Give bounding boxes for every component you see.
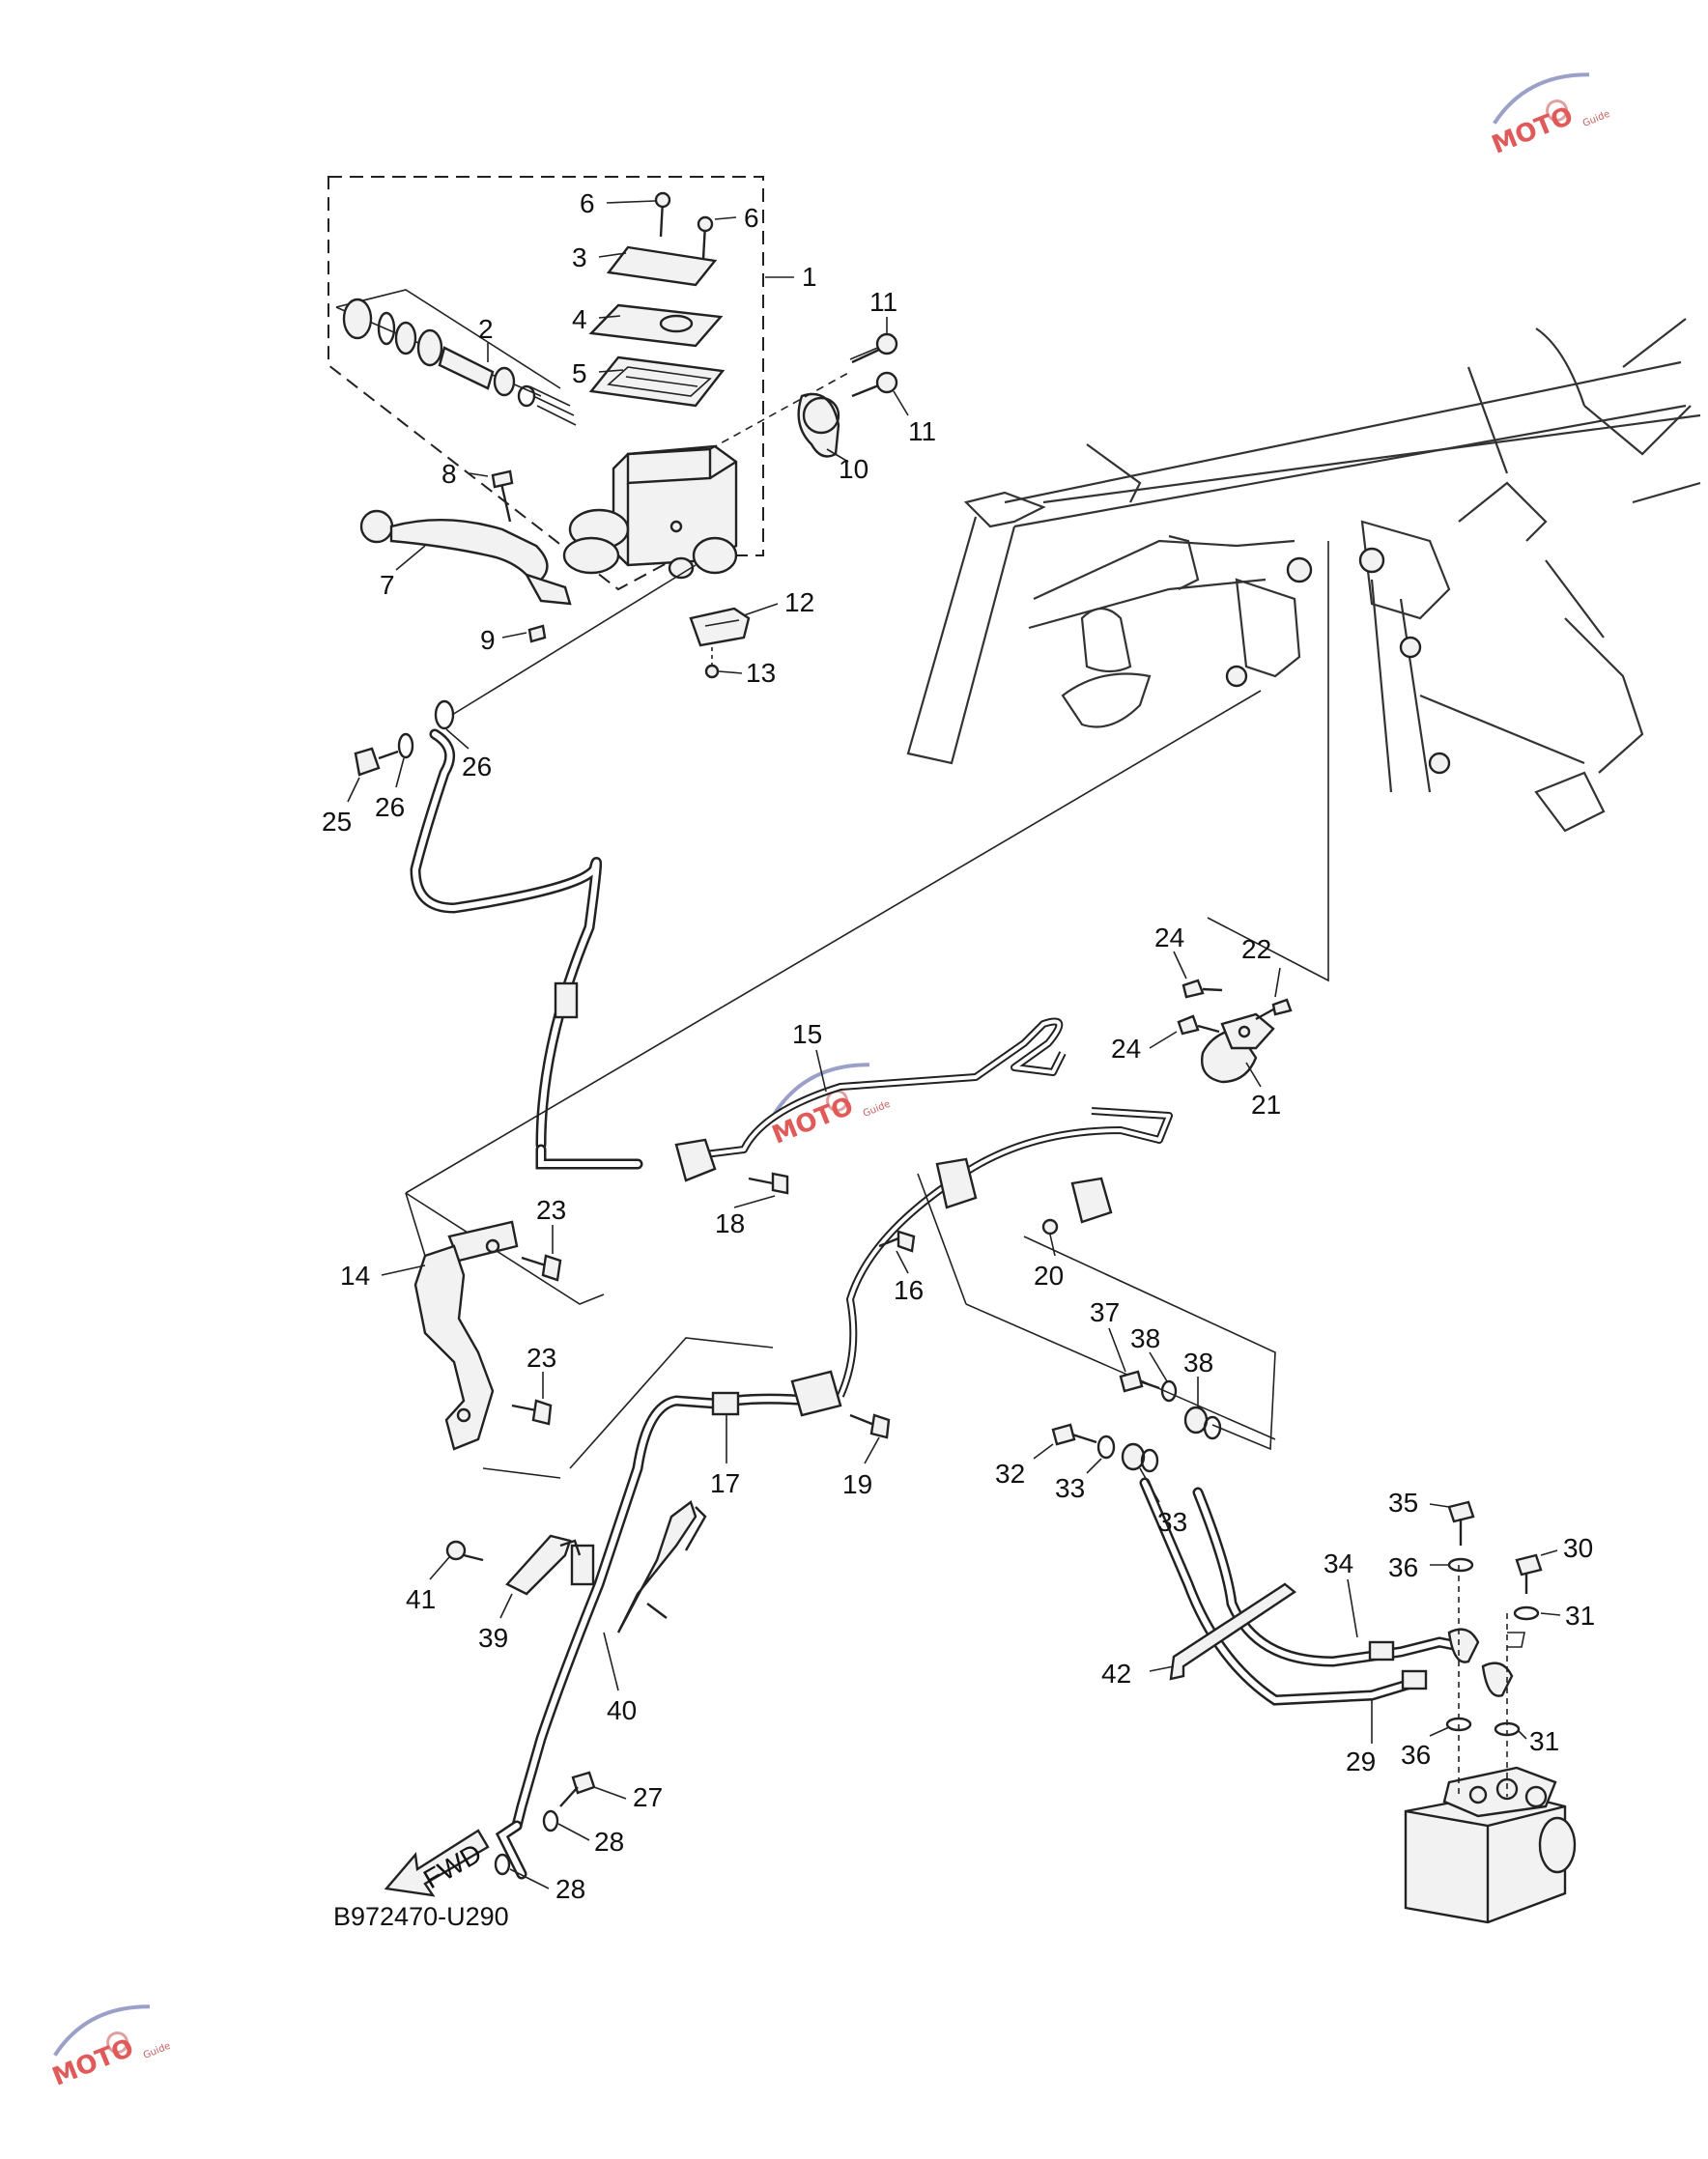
callout-15: 15 (792, 1019, 822, 1049)
callout-38-right: 38 (1183, 1348, 1213, 1378)
abs-union-bolts (1445, 1500, 1543, 1797)
callout-25: 25 (322, 807, 352, 837)
callout-33-left: 33 (1055, 1473, 1085, 1503)
callout-11-bottom: 11 (908, 416, 936, 446)
watermark-bottom-left: MOTO Guide (48, 2004, 172, 2092)
watermark-center: MOTO Guide (768, 1063, 892, 1151)
svg-text:MOTO: MOTO (48, 2033, 138, 2092)
front-brake-hose-upper (354, 564, 697, 1170)
callout-36-bottom: 36 (1401, 1740, 1431, 1770)
callout-13: 13 (746, 658, 776, 688)
callout-10: 10 (839, 454, 868, 484)
caliper-union-bolt (494, 1771, 596, 1876)
callout-2: 2 (478, 314, 494, 344)
hose-bracket-14 (405, 1192, 774, 1479)
hose-clamp (1169, 1582, 1297, 1681)
callout-27: 27 (633, 1782, 663, 1812)
part-callouts: 1 2 3 4 5 6 6 7 8 9 10 11 11 (322, 188, 1595, 1904)
svg-text:MOTO: MOTO (1488, 101, 1578, 160)
callout-1: 1 (802, 262, 817, 292)
callout-28-bottom: 28 (555, 1874, 585, 1904)
callout-24-bottom: 24 (1111, 1034, 1141, 1064)
callout-23-top: 23 (536, 1195, 566, 1225)
callout-20: 20 (1034, 1261, 1064, 1291)
callout-31-top: 31 (1565, 1601, 1595, 1631)
svg-text:Guide: Guide (862, 1099, 892, 1120)
handlebar-clamp (709, 332, 898, 458)
callout-31-bottom: 31 (1529, 1726, 1559, 1756)
master-cylinder-body (562, 444, 738, 580)
callout-17: 17 (710, 1468, 740, 1498)
piston-kit (335, 289, 577, 426)
callout-26-left: 26 (375, 792, 405, 822)
watermark-top-right: MOTO Guide (1488, 72, 1611, 160)
callout-24-top: 24 (1154, 923, 1184, 952)
callout-28-top: 28 (594, 1827, 624, 1857)
callout-4: 4 (572, 304, 587, 334)
callout-34: 34 (1324, 1548, 1353, 1578)
callout-7: 7 (380, 570, 395, 600)
callout-26-right: 26 (462, 752, 492, 781)
callout-5: 5 (572, 358, 587, 388)
callout-16: 16 (894, 1275, 924, 1305)
brake-light-switch (689, 607, 751, 679)
callout-8: 8 (441, 459, 457, 489)
callout-19: 19 (842, 1469, 872, 1499)
callout-39: 39 (478, 1623, 508, 1653)
svg-text:Guide: Guide (142, 2041, 172, 2061)
motorcycle-frame (906, 318, 1701, 833)
reservoir-cover-parts (588, 191, 726, 408)
callout-23-bottom: 23 (527, 1343, 556, 1373)
callout-38-left: 38 (1130, 1323, 1160, 1353)
svg-text:Guide: Guide (1581, 109, 1611, 129)
callout-6-left: 6 (580, 188, 595, 218)
abs-brake-hoses (1139, 1477, 1514, 1706)
brake-pipe-16 (837, 1107, 1276, 1451)
brake-lever (359, 469, 572, 643)
callout-12: 12 (784, 587, 814, 617)
callout-18: 18 (715, 1208, 745, 1238)
callout-6-right: 6 (744, 203, 759, 233)
hydraulic-unit-bracket (1177, 979, 1293, 1084)
diagram-code: B972470-U290 (333, 1902, 509, 1931)
callout-29: 29 (1346, 1747, 1376, 1776)
front-brake-hose-lower (495, 1370, 891, 1880)
callout-35: 35 (1388, 1488, 1418, 1518)
abs-hydraulic-unit (1404, 1766, 1577, 1924)
callout-36-top: 36 (1388, 1552, 1418, 1582)
assembly-leader-lines (405, 690, 1262, 1305)
callout-41: 41 (406, 1584, 436, 1614)
callout-37: 37 (1090, 1297, 1120, 1327)
callout-3: 3 (572, 242, 587, 272)
callout-11-top: 11 (869, 287, 897, 317)
callout-40: 40 (607, 1695, 637, 1725)
brake-pipe-15 (674, 1017, 1067, 1195)
callout-33-right: 33 (1157, 1507, 1187, 1537)
union-bolts-and-washers (1051, 1370, 1222, 1473)
callout-21: 21 (1251, 1090, 1281, 1120)
callout-22: 22 (1241, 934, 1271, 964)
callout-42: 42 (1101, 1659, 1131, 1689)
forward-direction-arrow: FWD (384, 1829, 490, 1897)
callout-9: 9 (480, 625, 496, 655)
callout-30: 30 (1563, 1533, 1593, 1563)
callout-14: 14 (340, 1261, 370, 1291)
hose-guide-brackets (445, 1500, 707, 1633)
callout-32: 32 (995, 1459, 1025, 1489)
